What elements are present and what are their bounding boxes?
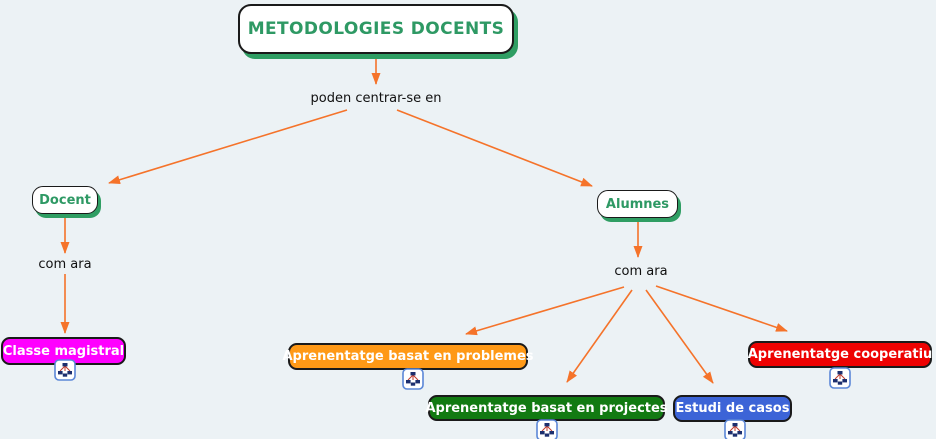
- linking-phrase-com-ara-alumnes[interactable]: com ara: [614, 264, 668, 279]
- concept-node-aprenentatge-projectes[interactable]: Aprenentatge basat en projectes: [425, 395, 668, 421]
- concept-node-metodologies-docents[interactable]: METODOLOGIES DOCENTS: [238, 4, 514, 54]
- concept-node-docent[interactable]: Docent: [32, 186, 98, 214]
- linking-phrase-poden-centrar-se-en[interactable]: poden centrar-se en: [310, 91, 442, 106]
- aprenentatge-cooperatiu-label: Aprenentatge cooperatiu: [747, 347, 933, 362]
- mini-cmap-resource-icon[interactable]: [402, 368, 424, 390]
- linking-phrase-com-ara-docent[interactable]: com ara: [38, 257, 92, 272]
- concept-node-alumnes[interactable]: Alumnes: [597, 190, 678, 218]
- concept-node-estudi-de-casos[interactable]: Estudi de casos: [673, 395, 792, 422]
- concept-node-classe-magistral[interactable]: Classe magistral: [1, 337, 126, 365]
- concept-node-aprenentatge-cooperatiu[interactable]: Aprenentatge cooperatiu: [748, 341, 932, 368]
- mini-cmap-resource-icon[interactable]: [724, 419, 746, 439]
- estudi-de-casos-label: Estudi de casos: [675, 401, 790, 416]
- aprenentatge-problemes-label: Aprenentatge basat en problemes: [282, 349, 534, 364]
- root-node-label: METODOLOGIES DOCENTS: [247, 19, 505, 39]
- aprenentatge-projectes-label: Aprenentatge basat en projectes: [425, 400, 668, 416]
- mini-cmap-resource-icon[interactable]: [54, 359, 76, 381]
- mini-cmap-resource-icon[interactable]: [829, 367, 851, 389]
- concept-node-aprenentatge-problemes[interactable]: Aprenentatge basat en problemes: [282, 343, 534, 370]
- docent-label: Docent: [39, 192, 91, 208]
- alumnes-label: Alumnes: [605, 196, 670, 212]
- classe-magistral-label: Classe magistral: [2, 343, 125, 359]
- mini-cmap-resource-icon[interactable]: [536, 419, 558, 439]
